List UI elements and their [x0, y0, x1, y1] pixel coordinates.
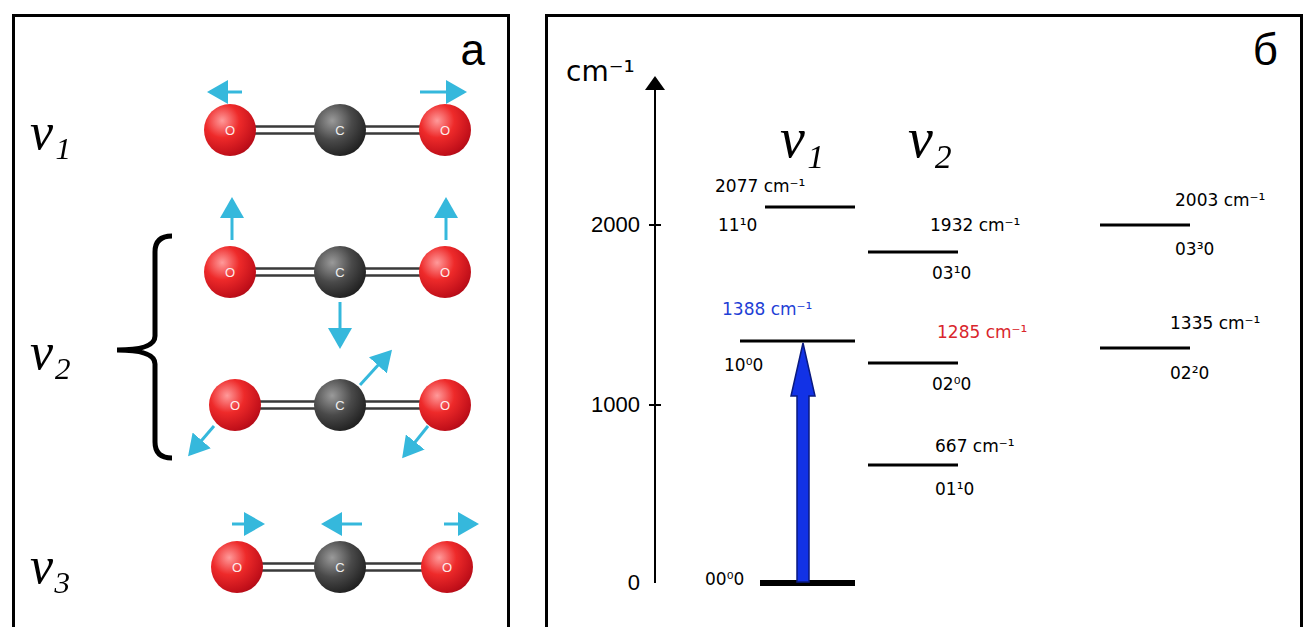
- level-label: 667 cm⁻¹: [935, 437, 1015, 457]
- carbon-atom: C: [314, 379, 366, 431]
- mode-label: ν₃: [30, 536, 71, 596]
- mode-header: ν₂: [908, 106, 952, 170]
- level-label: 1335 cm⁻¹: [1170, 314, 1260, 334]
- axis-ticks: [649, 225, 661, 405]
- level-label: 11¹0: [718, 216, 757, 236]
- oxygen-atom: O: [204, 246, 256, 298]
- atom-symbol: C: [335, 265, 344, 280]
- energy-axis: [654, 78, 656, 583]
- carbon-atom: C: [314, 104, 366, 156]
- atom-symbol: C: [335, 398, 344, 413]
- excitation-arrow: [791, 343, 815, 582]
- oxygen-atom: O: [419, 104, 471, 156]
- atom-symbol: O: [440, 398, 450, 413]
- double-bond: [362, 402, 423, 409]
- atom-symbol: O: [232, 560, 242, 575]
- level-label: 03¹0: [932, 264, 971, 284]
- level-label: 02⁰0: [932, 375, 971, 395]
- atom-symbol: O: [225, 123, 235, 138]
- level-label: 00⁰0: [705, 570, 744, 590]
- mode-header: ν₁: [780, 106, 824, 170]
- atom-symbol: C: [335, 123, 344, 138]
- oxygen-atom: O: [421, 541, 473, 593]
- double-bond: [259, 564, 318, 571]
- double-bond: [362, 127, 423, 134]
- double-bond: [257, 402, 318, 409]
- carbon-atom: C: [314, 541, 366, 593]
- mode-label: ν₂: [30, 322, 71, 382]
- double-bond: [252, 269, 318, 276]
- level-label: 1388 cm⁻¹: [722, 300, 812, 320]
- oxygen-atom: O: [419, 246, 471, 298]
- atom-symbol: O: [442, 560, 452, 575]
- atom-symbol: O: [440, 123, 450, 138]
- carbon-atom: C: [314, 246, 366, 298]
- atom-symbol: C: [335, 560, 344, 575]
- double-bond: [252, 127, 318, 134]
- panel-letter: б: [1253, 25, 1278, 75]
- axis-tick-label: 2000: [591, 212, 640, 237]
- oxygen-atom: O: [419, 379, 471, 431]
- displacement-arrows: [190, 92, 476, 524]
- level-label: 2003 cm⁻¹: [1175, 191, 1265, 211]
- oxygen-atom: O: [211, 541, 263, 593]
- level-label: 1932 cm⁻¹: [930, 216, 1020, 236]
- atom-symbol: O: [440, 265, 450, 280]
- level-label: 02²0: [1170, 364, 1209, 384]
- panel-letter: а: [461, 25, 485, 75]
- double-bond: [362, 269, 423, 276]
- panel: аO C O O C O O C O O C O: [12, 14, 510, 627]
- axis-unit: cm⁻¹: [566, 56, 635, 88]
- level-label: 03³0: [1175, 240, 1214, 260]
- oxygen-atom: O: [204, 104, 256, 156]
- level-label: 10⁰0: [724, 356, 763, 376]
- axis-tick-label: 0: [628, 570, 640, 595]
- brace: [117, 236, 172, 458]
- mode-label: ν₁: [30, 102, 71, 162]
- level-label: 01¹0: [935, 480, 974, 500]
- atom-symbol: O: [230, 398, 240, 413]
- level-label: 2077 cm⁻¹: [715, 177, 805, 197]
- atom-symbol: O: [225, 265, 235, 280]
- level-label: 1285 cm⁻¹: [937, 323, 1027, 343]
- axis-tick-label: 1000: [591, 392, 640, 417]
- oxygen-atom: O: [209, 379, 261, 431]
- double-bond: [362, 564, 425, 571]
